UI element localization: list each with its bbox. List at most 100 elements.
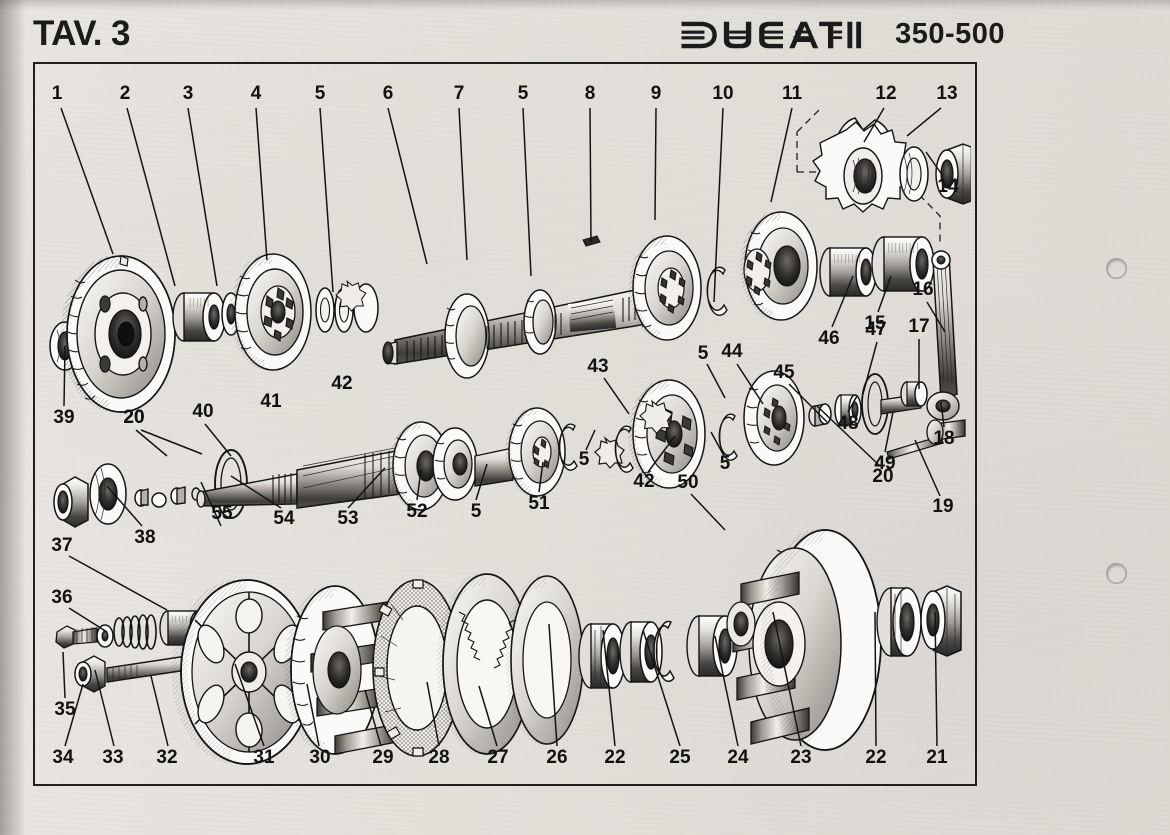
ducati-logo	[681, 21, 862, 48]
exploded-diagram: 1234567589101112131415161746474344454849…	[49, 83, 971, 768]
leader-line	[788, 383, 828, 423]
part-53-gear	[389, 421, 450, 511]
callout-number-8: 8	[585, 83, 596, 104]
callout-number-39: 39	[53, 407, 74, 428]
leader-line	[706, 363, 726, 399]
callout-number-2: 2	[120, 83, 131, 104]
callout-number-40: 40	[192, 401, 213, 422]
brand-block: 350-500	[678, 18, 1005, 51]
callout-number-24: 24	[727, 747, 749, 768]
part-44-gear	[743, 370, 805, 466]
callout-number-34: 34	[52, 747, 74, 768]
part-28-steel-plate	[436, 573, 532, 755]
part-51-gear	[505, 407, 566, 497]
callout-number-28: 28	[428, 747, 449, 768]
callout-number-42: 42	[633, 471, 654, 492]
callout-number-21: 21	[926, 747, 948, 768]
leader-line	[736, 363, 764, 405]
leader-line	[847, 395, 858, 413]
callout-number-5: 5	[579, 449, 590, 470]
callout-number-38: 38	[134, 527, 155, 548]
leader-line	[914, 439, 941, 497]
leader-line	[364, 689, 382, 747]
leader-line	[538, 461, 544, 493]
leader-line	[319, 107, 334, 293]
leader-line	[772, 611, 802, 747]
part-49-pin	[886, 435, 944, 460]
leader-line	[150, 675, 169, 747]
leader-line	[862, 341, 878, 395]
leader-line	[478, 685, 498, 747]
callout-number-20: 20	[123, 407, 144, 428]
callout-number-48: 48	[837, 413, 858, 434]
callout-number-55: 55	[211, 503, 233, 524]
part-29-friction-plate	[372, 579, 462, 757]
callout-number-3: 3	[183, 83, 194, 104]
part-17-bush	[900, 381, 928, 407]
part-42-circlips-lower	[639, 399, 738, 461]
leader-line	[140, 429, 203, 455]
part-mainshaft-assembly	[382, 289, 661, 379]
part-11-gear	[740, 211, 818, 321]
callout-number-41: 41	[260, 391, 282, 412]
leader-line	[347, 467, 386, 509]
callout-number-23: 23	[790, 747, 811, 768]
callout-number-16: 16	[912, 279, 933, 300]
leader-line	[255, 107, 268, 261]
callout-number-53: 53	[337, 508, 358, 529]
part-48-washer	[834, 394, 862, 426]
leader-line	[925, 151, 944, 177]
callout-number-45: 45	[773, 362, 795, 383]
leader-line	[135, 429, 168, 457]
callout-number-4: 4	[251, 83, 262, 104]
part-31-pressure-plate	[171, 579, 314, 765]
leader-line	[647, 435, 676, 473]
page-edge-shadow-top	[0, 0, 1170, 10]
callout-number-5: 5	[471, 501, 482, 522]
leader-line	[816, 405, 881, 467]
part-26-bearing	[578, 623, 626, 689]
leader-line	[831, 275, 854, 328]
leader-line	[906, 107, 942, 137]
binder-hole-bottom	[1106, 563, 1127, 584]
leader-line	[426, 681, 440, 747]
leader-line	[126, 107, 176, 287]
callout-number-36: 36	[51, 587, 72, 608]
leader-line	[714, 635, 739, 747]
leader-line	[204, 423, 232, 457]
leader-line	[548, 623, 558, 747]
callout-number-26: 26	[546, 747, 567, 768]
callout-number-42: 42	[331, 373, 352, 394]
leader-line	[106, 485, 143, 527]
part-16-shift-lever	[926, 250, 966, 445]
leader-line	[60, 107, 114, 255]
callout-number-32: 32	[156, 747, 177, 768]
leader-line	[884, 411, 894, 453]
part-41-gear	[230, 253, 312, 371]
leader-line	[68, 555, 168, 611]
leader-line	[603, 377, 630, 415]
row-layshaft	[53, 250, 966, 528]
binder-hole-top	[1106, 258, 1127, 279]
leader-line	[64, 683, 84, 747]
leader-line	[63, 345, 66, 407]
leader-line	[416, 469, 422, 501]
callout-number-11: 11	[782, 83, 803, 104]
callout-number-50: 50	[677, 472, 698, 493]
callout-number-30: 30	[309, 747, 330, 768]
callout-number-46: 46	[818, 328, 839, 349]
callout-number-7: 7	[454, 83, 465, 104]
callout-number-9: 9	[651, 83, 662, 104]
leader-line	[475, 463, 488, 501]
part-21-nut	[920, 585, 962, 657]
leader-line	[94, 669, 115, 747]
callout-number-47: 47	[865, 319, 886, 340]
leader-line	[585, 429, 596, 451]
callout-number-1: 1	[52, 83, 63, 104]
leader-line	[690, 493, 726, 531]
leader-line	[602, 629, 616, 747]
page-title: TAV. 3	[33, 14, 131, 53]
callout-number-52: 52	[406, 501, 427, 522]
leader-line	[234, 663, 265, 747]
